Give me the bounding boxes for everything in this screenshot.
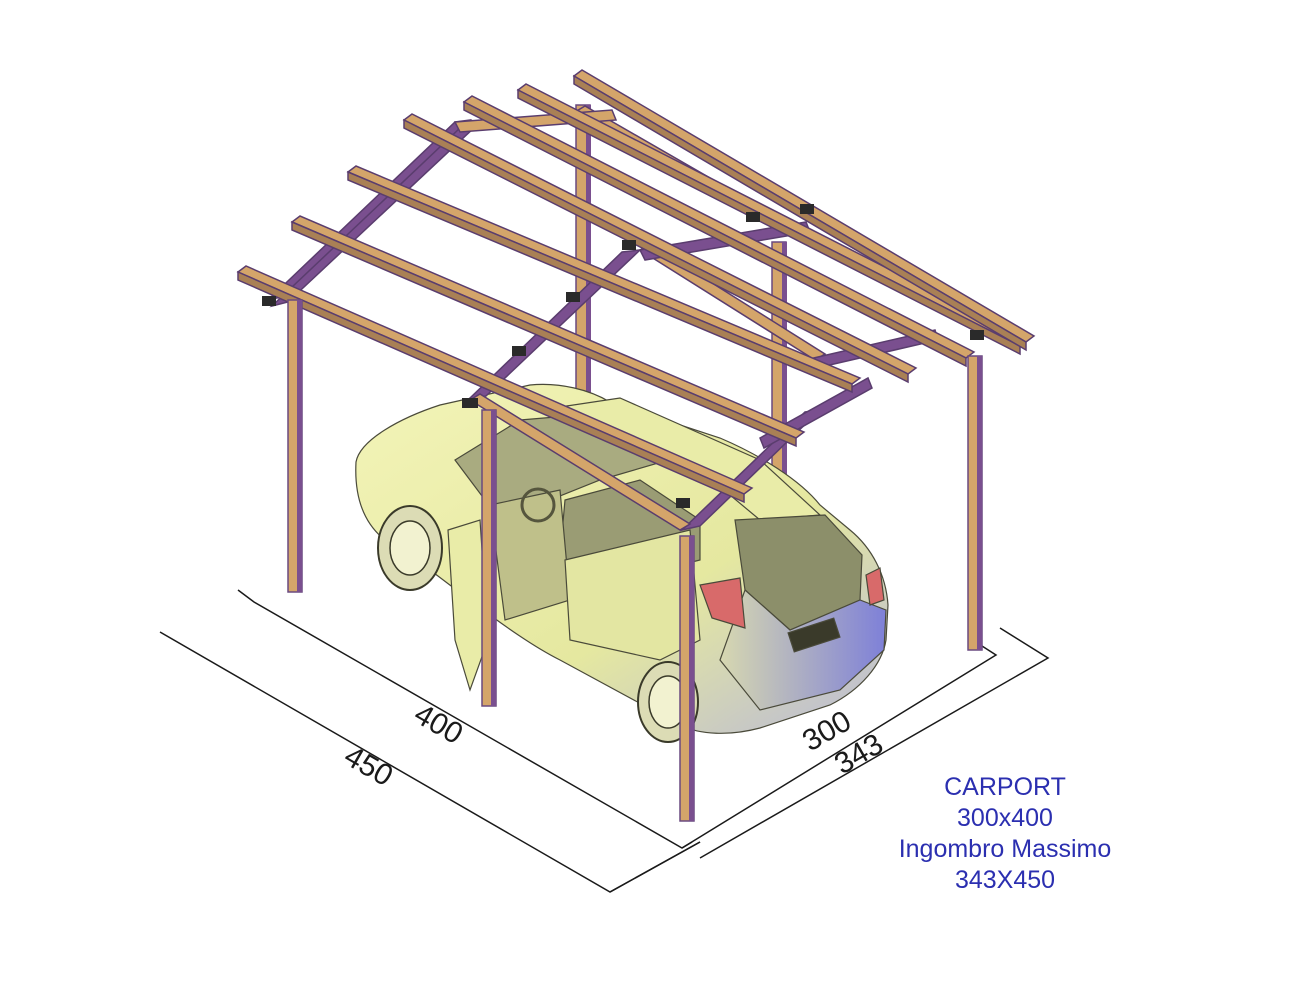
car-rear-hatch [719, 588, 887, 711]
roof-structure [236, 69, 1036, 532]
title-line-carport: CARPORT [944, 773, 1066, 801]
joint-brackets [262, 204, 984, 508]
dimension-lines [159, 589, 1050, 893]
dimension-line-300 [681, 645, 998, 849]
rafters [236, 69, 1036, 504]
car-open-door [447, 519, 489, 692]
car-license-plate [787, 617, 841, 653]
car-tail-light [699, 577, 746, 629]
title-line-size: 300x400 [957, 804, 1053, 832]
title-line-max-size: 343X450 [954, 866, 1056, 894]
car-steering-wheel [520, 487, 556, 523]
dimension-line-343 [699, 627, 1050, 859]
front-posts [287, 299, 983, 822]
car-front-wheel [377, 505, 443, 591]
title-block: CARPORT 300x400 Ingombro Massimo 343X450 [840, 772, 1170, 896]
dimension-label-400: 400 [409, 697, 469, 751]
title-line-ingombro: Ingombro Massimo [898, 835, 1112, 863]
dimension-label-450: 450 [339, 739, 399, 793]
